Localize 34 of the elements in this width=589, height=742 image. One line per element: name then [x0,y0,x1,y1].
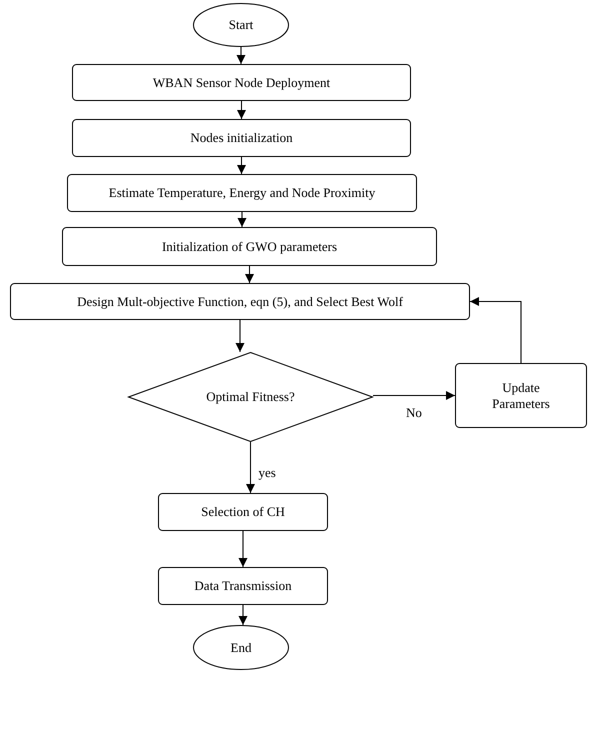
terminal-ellipse [193,625,289,670]
process-box [10,283,470,320]
node-text: Optimal Fitness? [206,389,295,405]
arrow [236,46,246,64]
node-text: Design Mult-objective Function, eqn (5), and Select Best Wolf [77,294,403,310]
arrow [238,530,248,568]
node-text: Estimate Temperature, Energy and Node Proximity [108,185,376,201]
node-text: Update Parameters [491,380,551,412]
node-text: End [230,640,252,656]
arrow [237,100,246,120]
edge-label: No [404,406,424,420]
arrow [238,212,246,228]
arrow [237,156,246,174]
node-text: Nodes initialization [190,130,293,146]
node-text: Initialization of GWO parameters [162,238,338,254]
decision-diamond [128,352,373,442]
arrow [238,604,248,626]
process-box [455,363,587,428]
arrow [246,442,255,494]
terminal-ellipse [193,3,289,47]
arrow [245,266,254,284]
process-box [67,174,417,212]
arrow [470,297,522,364]
process-box [72,64,411,101]
node-text: Data Transmission [194,578,292,594]
process-box [158,567,328,605]
process-box [158,493,328,531]
process-box [62,227,437,266]
node-text: Selection of CH [201,504,285,520]
process-box [72,119,411,157]
node-text: WBAN Sensor Node Deployment [152,74,330,90]
node-text: Start [228,17,254,33]
arrow [236,320,244,352]
arrow [372,391,456,400]
